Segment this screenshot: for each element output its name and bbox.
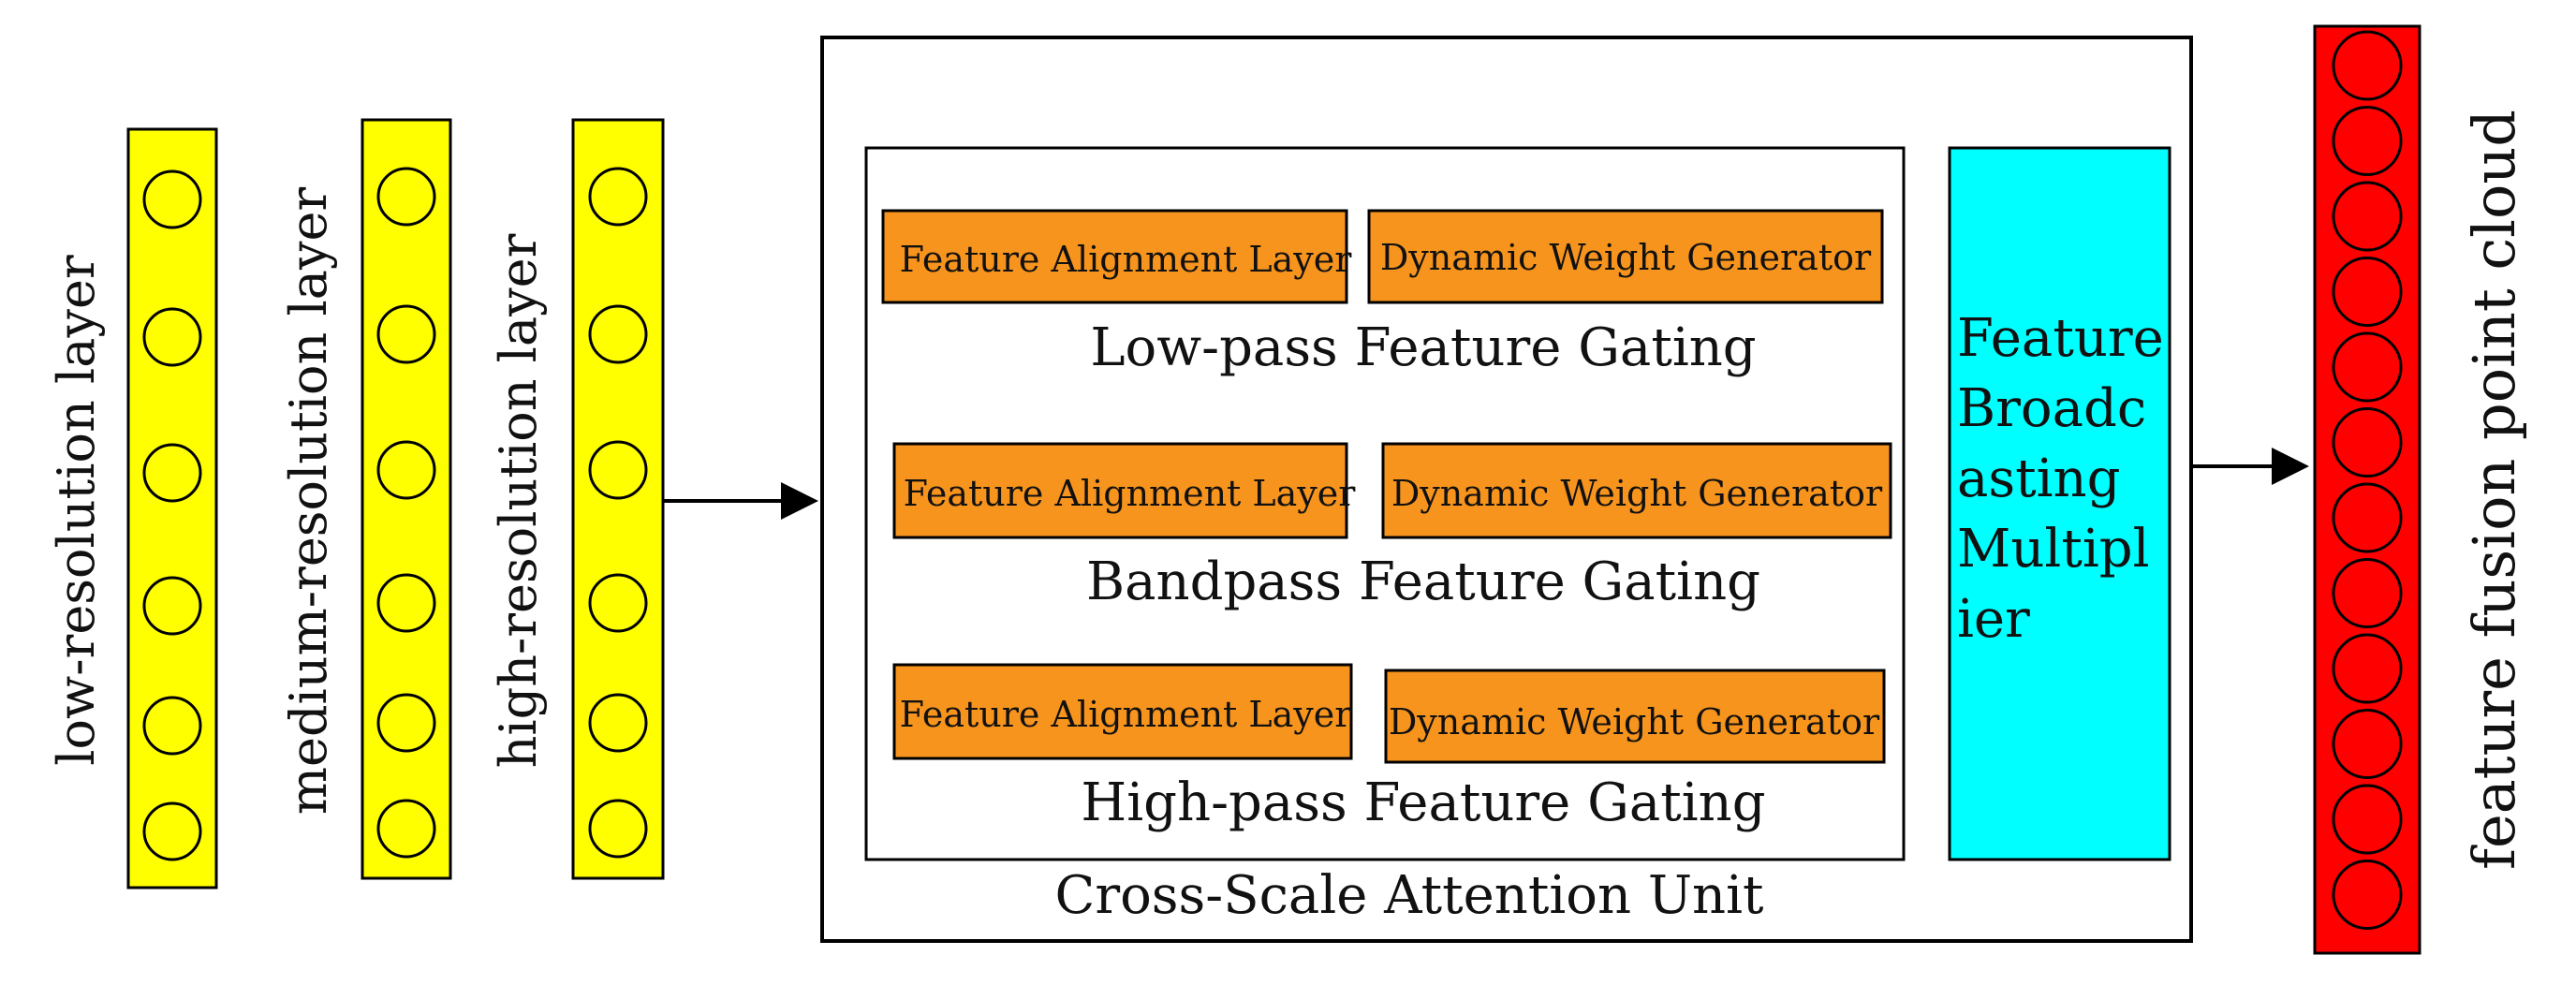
low-resolution-node-6 [142, 801, 202, 861]
low-resolution-node-5 [142, 696, 202, 756]
multiplier-line-1: Feature [1957, 308, 2164, 369]
gate2-align-box [892, 442, 1348, 539]
high-resolution-node-1 [588, 167, 648, 227]
high-resolution-layer [571, 118, 665, 880]
high-resolution-node-6 [588, 799, 648, 859]
gate1-title: Low-pass Feature Gating [1090, 317, 1756, 378]
multiplier-line-5: ier [1957, 589, 2030, 650]
medium-resolution-layer [361, 118, 452, 880]
point-cloud-node-12 [2332, 860, 2403, 930]
feature-fusion-point-cloud [2313, 24, 2421, 955]
gate2-title: Bandpass Feature Gating [1086, 551, 1760, 612]
low-resolution-node-2 [142, 307, 202, 367]
attention-unit-title: Cross-Scale Attention Unit [1054, 865, 1764, 926]
high-resolution-label: high-resolution layer [489, 233, 548, 768]
high-resolution-nodes [588, 167, 648, 859]
medium-resolution-nodes [376, 167, 436, 859]
medium-resolution-node-3 [376, 440, 436, 500]
low-resolution-label: low-resolution layer [47, 255, 106, 766]
gate3-align-box [892, 663, 1353, 760]
point-cloud-node-5 [2332, 331, 2403, 403]
point-cloud-node-3 [2332, 181, 2403, 252]
gate2-weight-text: Dynamic Weight Generator [1391, 473, 1883, 514]
low-resolution-layer [126, 127, 218, 889]
gate2-weight-box [1381, 442, 1892, 539]
multiplier-line-2: Broadc [1957, 378, 2146, 439]
gate3-weight-box [1384, 669, 1886, 764]
point-cloud-label: feature fusion point cloud [2460, 110, 2528, 870]
gate3-align-text: Feature Alignment Layer [900, 694, 1353, 735]
point-cloud-node-11 [2332, 784, 2403, 855]
gate1-align-text: Feature Alignment Layer [900, 239, 1353, 280]
high-resolution-node-4 [588, 573, 648, 633]
multiplier-line-3: asting [1957, 448, 2120, 509]
point-cloud-nodes [2332, 30, 2403, 930]
point-cloud-node-8 [2332, 558, 2403, 628]
gate1-weight-box [1367, 209, 1884, 304]
medium-resolution-label: medium-resolution layer [279, 187, 338, 816]
point-cloud-node-9 [2332, 633, 2403, 704]
point-cloud-node-10 [2332, 709, 2403, 779]
gate1-align-box [881, 209, 1348, 304]
medium-resolution-node-1 [376, 167, 436, 227]
gate2-align-text: Feature Alignment Layer [904, 473, 1357, 514]
point-cloud-node-2 [2332, 106, 2403, 176]
gating-frame [864, 146, 1906, 861]
point-cloud-node-6 [2332, 407, 2403, 478]
medium-resolution-node-4 [376, 573, 436, 633]
low-resolution-node-1 [142, 169, 202, 229]
medium-resolution-node-2 [376, 304, 436, 364]
point-cloud-node-1 [2332, 30, 2403, 101]
gate3-weight-text: Dynamic Weight Generator [1389, 701, 1880, 742]
high-resolution-node-5 [588, 693, 648, 753]
medium-resolution-node-6 [376, 799, 436, 859]
low-resolution-nodes [142, 169, 202, 861]
gate1-weight-text: Dynamic Weight Generator [1380, 237, 1872, 278]
multiplier-line-4: Multipl [1957, 519, 2150, 580]
high-resolution-node-3 [588, 440, 648, 500]
broadcasting-multiplier-box [1948, 146, 2171, 861]
low-resolution-node-4 [142, 576, 202, 636]
high-resolution-node-2 [588, 304, 648, 364]
point-cloud-node-7 [2332, 482, 2403, 553]
point-cloud-node-4 [2332, 257, 2403, 327]
gate3-title: High-pass Feature Gating [1081, 772, 1765, 833]
low-resolution-node-3 [142, 443, 202, 503]
medium-resolution-node-5 [376, 693, 436, 753]
attention-unit-frame [820, 36, 2193, 943]
